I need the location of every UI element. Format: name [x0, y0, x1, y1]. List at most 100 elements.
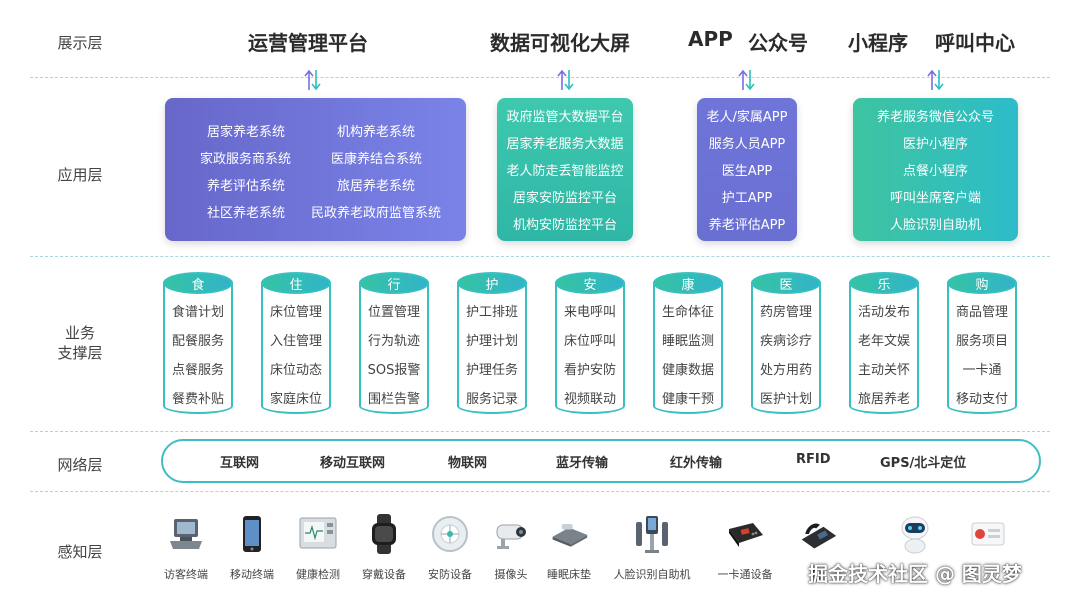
business-item: 服务记录 — [465, 392, 518, 407]
business-item: 服务项目 — [955, 334, 1008, 349]
updown-arrow-icon — [737, 68, 757, 92]
watermark-text: 掘金技术社区 @ 图灵梦 — [808, 562, 1022, 586]
business-item: 床位动态 — [269, 363, 322, 378]
app-item: 医康养结合系统 — [331, 152, 423, 167]
business-item: 处方用药 — [759, 363, 812, 378]
app-item: 政府监管大数据平台 — [506, 110, 624, 125]
business-item: 家庭床位 — [269, 392, 322, 407]
business-item: 位置管理 — [367, 305, 420, 320]
app-box-apps: 老人/家属APP 服务人员APP 医生APP 护工APP 养老评估APP — [697, 98, 797, 241]
updown-arrow-icon — [556, 68, 576, 92]
business-item: 入住管理 — [269, 334, 322, 349]
device-health-check: 健康检测 — [278, 510, 358, 590]
business-item: 旅居养老 — [857, 392, 910, 407]
network-item-infrared: 红外传输 — [670, 456, 723, 471]
app-item: 居家安防监控平台 — [512, 191, 617, 206]
business-cylinder-shopping: 购 商品管理 服务项目 一卡通 移动支付 — [947, 272, 1017, 422]
app-item: 养老评估系统 — [207, 179, 286, 194]
business-item: 行为轨迹 — [367, 334, 420, 349]
business-cylinder-leisure: 乐 活动发布 老年文娱 主动关怀 旅居养老 — [849, 272, 919, 422]
camera-icon — [491, 514, 531, 554]
app-item: 服务人员APP — [708, 137, 786, 152]
app-box-data-platforms: 政府监管大数据平台 居家养老服务大数据 老人防走丢智能监控 居家安防监控平台 机… — [497, 98, 633, 241]
business-item: 看护安防 — [563, 363, 616, 378]
mobile-phone-icon — [232, 514, 272, 554]
device-security: 安防设备 — [410, 510, 490, 590]
app-item: 人脸识别自助机 — [889, 218, 981, 233]
business-item: 活动发布 — [857, 305, 910, 320]
business-item: 护理任务 — [465, 363, 518, 378]
device-face-kiosk: 人脸识别自助机 — [612, 510, 692, 590]
device-alarm — [948, 510, 1028, 590]
app-box-wechat: 养老服务微信公众号 医护小程序 点餐小程序 呼叫坐席客户端 人脸识别自助机 — [853, 98, 1018, 241]
device-label: 睡眠床垫 — [547, 568, 591, 581]
business-item: 点餐服务 — [171, 363, 224, 378]
app-item: 机构养老系统 — [337, 125, 416, 140]
cylinder-body — [849, 282, 919, 414]
display-title-mini-program: 小程序 — [848, 31, 908, 55]
business-item: 来电呼叫 — [563, 305, 616, 320]
display-title-official-account: 公众号 — [748, 31, 808, 55]
layer-label-network: 网络层 — [57, 456, 103, 474]
divider-2 — [30, 256, 1050, 257]
device-label: 健康检测 — [296, 568, 340, 581]
face-kiosk-icon — [632, 514, 672, 554]
device-wearable: 穿戴设备 — [344, 510, 424, 590]
cylinder-cap: 行 — [359, 272, 429, 294]
app-item: 养老评估APP — [708, 218, 786, 233]
device-label: 呼 — [812, 568, 824, 581]
device-camera: 摄像头 — [471, 510, 551, 590]
business-item: 围栏告警 — [367, 392, 420, 407]
network-item-mobile-internet: 移动互联网 — [320, 456, 386, 471]
device-label: 移动终端 — [230, 568, 274, 581]
business-item: 移动支付 — [955, 392, 1008, 407]
layer-label-display: 展示层 — [57, 34, 103, 52]
app-item: 养老服务微信公众号 — [876, 110, 994, 125]
business-item: 医护计划 — [759, 392, 812, 407]
cylinder-body — [653, 282, 723, 414]
divider-3 — [30, 431, 1050, 432]
display-title-app: APP — [688, 27, 733, 51]
robot-icon — [895, 514, 935, 554]
network-bar — [161, 439, 1041, 483]
device-visitor-terminal: 访客终端 — [146, 510, 226, 590]
divider-1 — [30, 77, 1050, 78]
app-box-elderly-systems: 居家养老系统 机构养老系统 家政服务商系统 医康养结合系统 养老评估系统 旅居养… — [165, 98, 466, 241]
business-cylinder-medical: 医 药房管理 疾病诊疗 处方用药 医护计划 — [751, 272, 821, 422]
network-item-internet: 互联网 — [220, 456, 260, 471]
cylinder-cap: 康 — [653, 272, 723, 294]
device-label: 人脸识别自助机 — [613, 568, 691, 581]
sleep-mattress-icon — [549, 514, 589, 554]
health-monitor-icon — [298, 514, 338, 554]
visitor-terminal-icon — [166, 514, 206, 554]
display-title-data-screen: 数据可视化大屏 — [490, 31, 630, 55]
device-label: 安防设备 — [428, 568, 472, 581]
network-item-iot: 物联网 — [448, 456, 488, 471]
app-item: 旅居养老系统 — [337, 179, 416, 194]
app-item: 老人防走丢智能监控 — [506, 164, 624, 179]
call-phone-icon — [798, 514, 838, 554]
business-item: 床位管理 — [269, 305, 322, 320]
cylinder-body — [359, 282, 429, 414]
business-item: 护理计划 — [465, 334, 518, 349]
business-item: 视频联动 — [563, 392, 616, 407]
cylinder-body — [555, 282, 625, 414]
cylinder-cap: 护 — [457, 272, 527, 294]
cylinder-cap: 食 — [163, 272, 233, 294]
app-item: 医护小程序 — [902, 137, 968, 152]
business-item: 床位呼叫 — [563, 334, 616, 349]
network-item-bluetooth: 蓝牙传输 — [556, 456, 609, 471]
security-device-icon — [430, 514, 470, 554]
app-item: 民政养老政府监管系统 — [311, 206, 442, 221]
business-item: 食谱计划 — [171, 305, 224, 320]
network-item-gps: GPS/北斗定位 — [880, 456, 967, 471]
device-robot — [875, 510, 955, 590]
cylinder-cap: 医 — [751, 272, 821, 294]
business-cylinder-food: 食 食谱计划 配餐服务 点餐服务 餐费补贴 — [163, 272, 233, 422]
app-item: 居家养老服务大数据 — [506, 137, 624, 152]
cylinder-cap: 住 — [261, 272, 331, 294]
card-reader-icon — [725, 514, 765, 554]
app-item: 呼叫坐席客户端 — [889, 191, 981, 206]
app-item: 居家养老系统 — [207, 125, 286, 140]
cylinder-cap: 乐 — [849, 272, 919, 294]
